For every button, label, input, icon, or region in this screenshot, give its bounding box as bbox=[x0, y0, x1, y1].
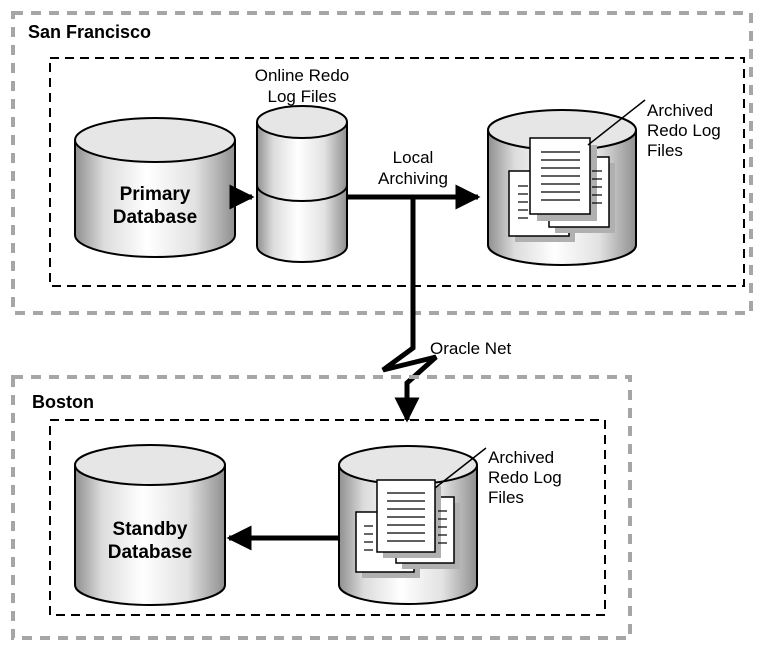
site-boston: Boston bbox=[11, 375, 632, 640]
primary-db-label-line1: Primary bbox=[120, 184, 191, 205]
primary-db-label-line2: Database bbox=[113, 207, 198, 228]
archived-primary-label-line2: Redo Log bbox=[647, 121, 721, 140]
online-redo-label-line1: Online Redo bbox=[255, 66, 350, 85]
online-redo-log-files: Online Redo Log Files bbox=[255, 66, 350, 263]
standby-db-label-line1: Standby bbox=[113, 519, 188, 540]
archived-primary-label-line1: Archived bbox=[647, 101, 713, 120]
callout-line-primary bbox=[587, 99, 646, 146]
online-redo-label-line2: Log Files bbox=[268, 87, 337, 106]
oracle-net-label: Oracle Net bbox=[430, 339, 512, 358]
archived-standby-label-line1: Archived bbox=[488, 448, 554, 467]
zone-border-standby bbox=[49, 419, 606, 616]
doc-stack-primary bbox=[508, 137, 615, 242]
callout-line-standby bbox=[434, 447, 487, 489]
primary-database: Primary Database bbox=[74, 117, 236, 258]
archived-standby-label-line3: Files bbox=[488, 488, 524, 507]
oracle-net-link: Oracle Net bbox=[381, 197, 512, 423]
standby-db-label-line2: Database bbox=[108, 542, 193, 563]
local-archiving-label-line1: Local bbox=[393, 148, 434, 167]
doc-stack-standby bbox=[355, 479, 460, 578]
site-label-standby: Boston bbox=[32, 392, 94, 412]
local-archiving-label-line2: Archiving bbox=[378, 169, 448, 188]
archived-primary-label-line3: Files bbox=[647, 141, 683, 160]
archived-redo-primary: Archived Redo Log Files bbox=[487, 99, 721, 266]
site-san-francisco: San Francisco bbox=[11, 11, 753, 315]
archived-standby-label-line2: Redo Log bbox=[488, 468, 562, 487]
site-border-primary bbox=[11, 11, 753, 315]
site-border-standby bbox=[11, 375, 632, 640]
zone-border-primary bbox=[49, 57, 745, 287]
standby-database: Standby Database bbox=[74, 444, 226, 606]
archived-redo-standby: Archived Redo Log Files bbox=[338, 445, 562, 605]
site-label-primary: San Francisco bbox=[28, 22, 151, 42]
